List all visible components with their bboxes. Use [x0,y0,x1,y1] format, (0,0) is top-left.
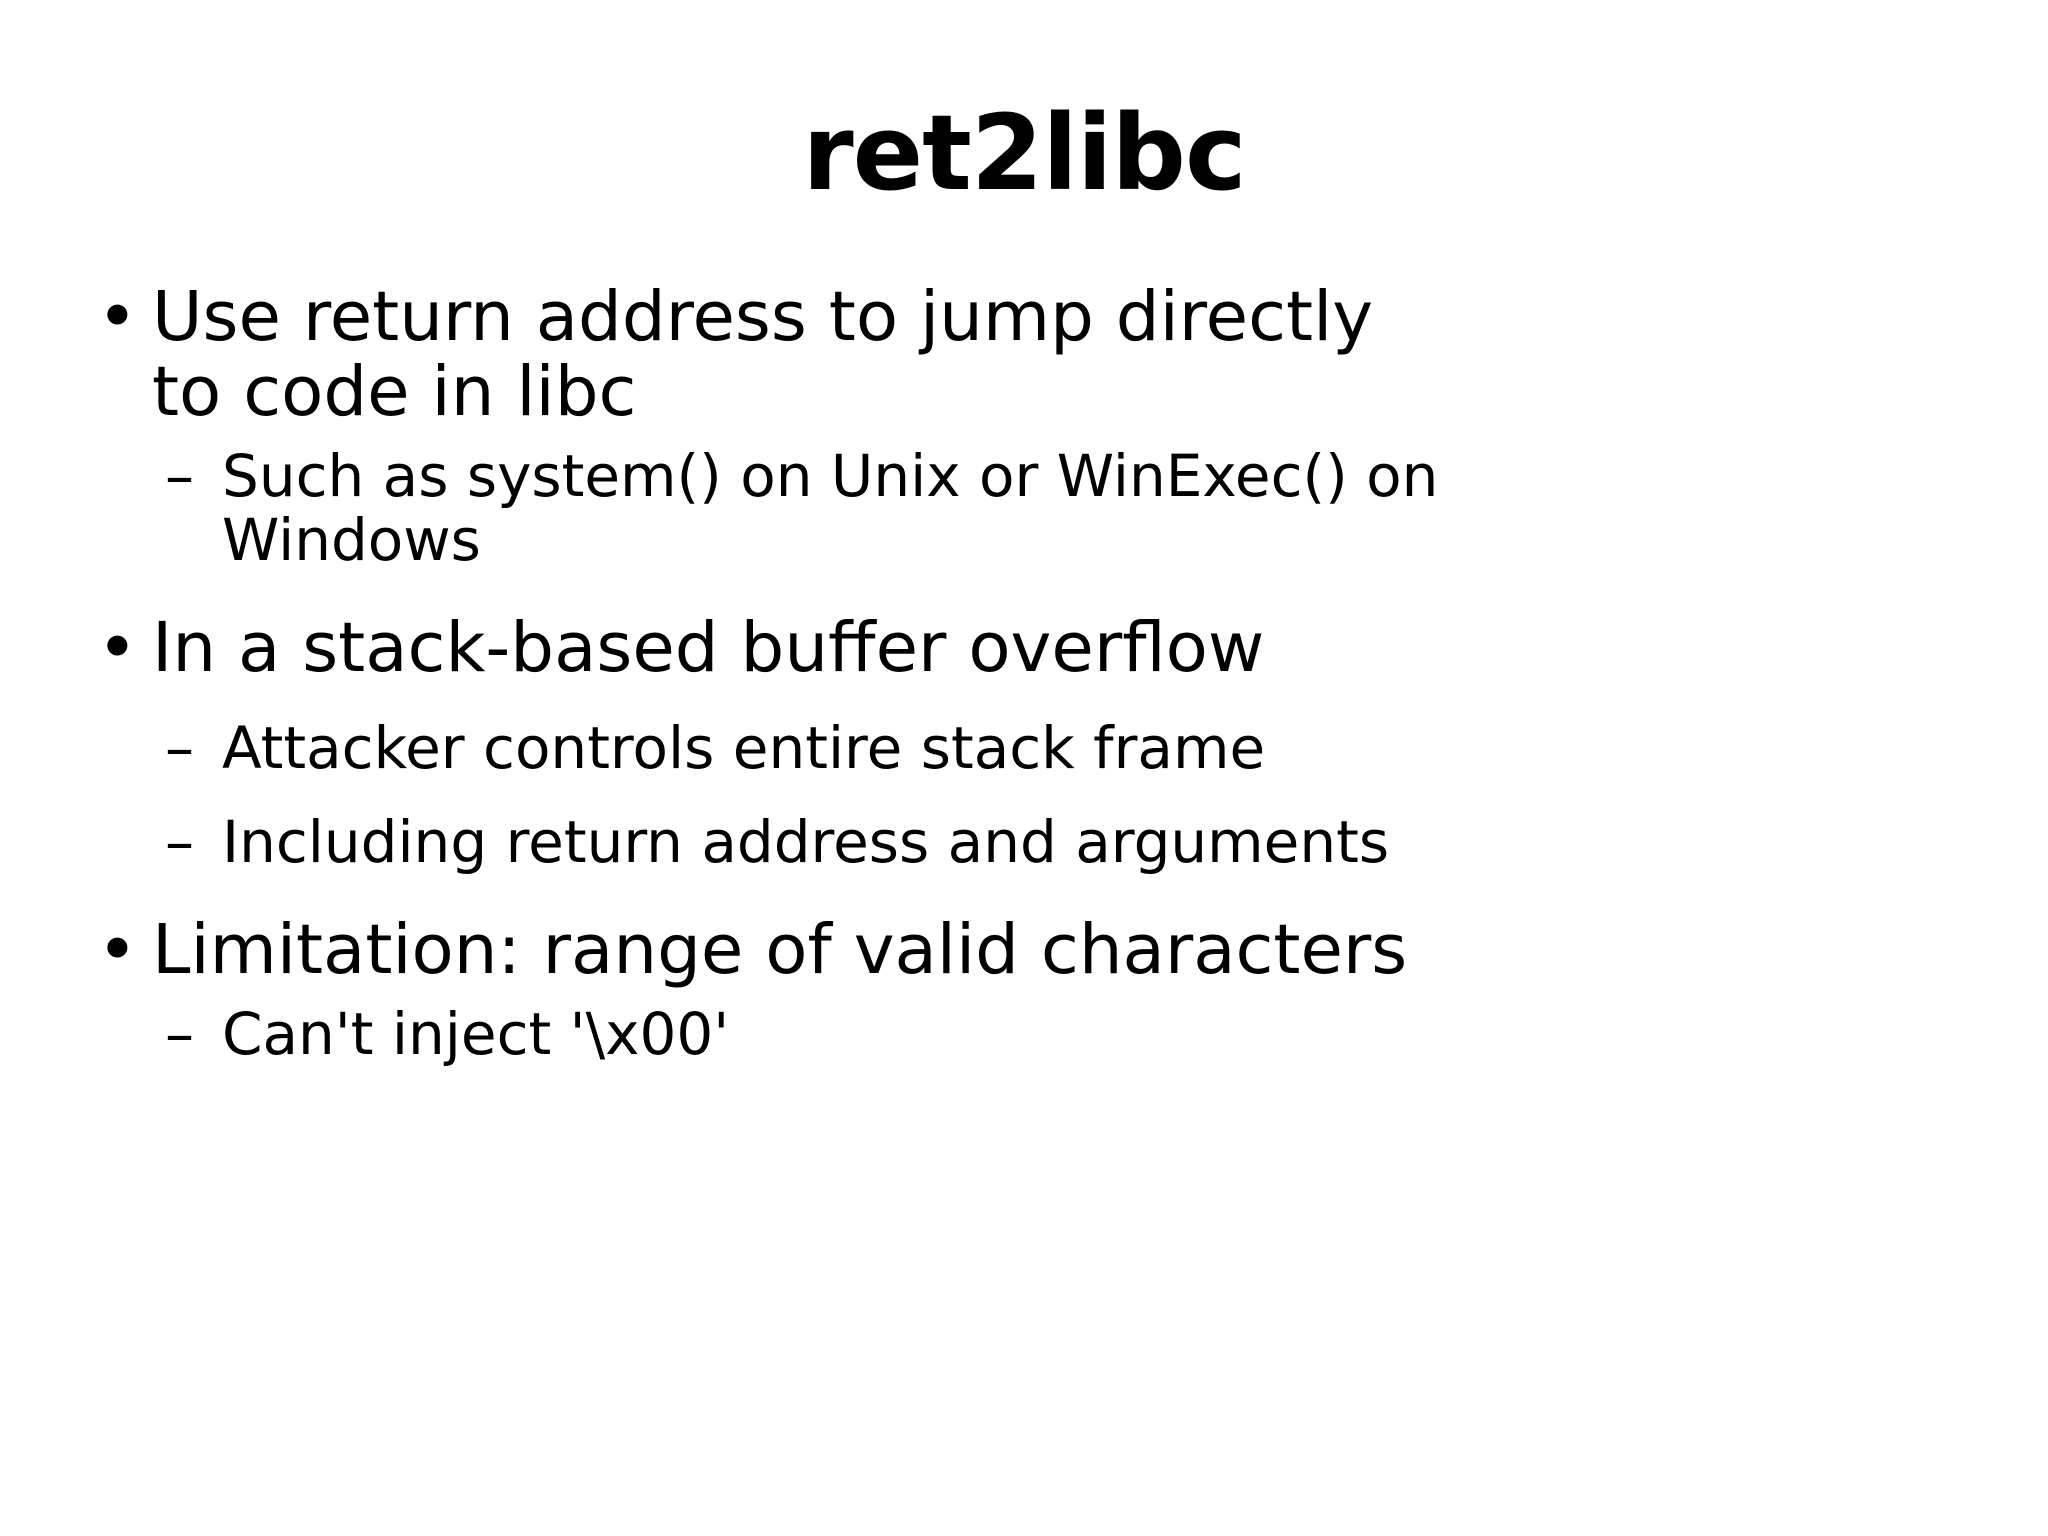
spacer [95,879,1965,913]
bullet-level2-text: Such as system() on Unix or WinExec() on… [222,442,1439,574]
bullet-level2-text: Including return address and arguments [222,807,1390,876]
bullet-dash-icon: – [165,442,194,511]
bullet-level2: – Can't inject '\x00' [95,1000,1562,1069]
bullet-level1-text: Limitation: range of valid characters [152,909,1408,990]
bullet-level2: – Including return address and arguments [95,807,1562,876]
bullet-level1: • Limitation: range of valid characters [95,909,1462,990]
bullet-level2: – Attacker controls entire stack frame [95,714,1562,783]
bullet-level2: – Such as system() on Unix or WinExec() … [95,442,1562,574]
bullet-level1-text: Use return address to jump directly to c… [152,277,1374,432]
spacer [95,577,1965,611]
bullet-level1: • Use return address to jump directly to… [95,280,1462,429]
bullet-dot-icon: • [97,909,138,990]
bullet-dot-icon: • [97,277,138,357]
bullet-level1-text: In a stack-based buffer overflow [152,607,1265,688]
bullet-dash-icon: – [165,1000,194,1069]
bullet-level1: • In a stack-based buffer overflow [95,607,1462,688]
bullet-level2-text: Can't inject '\x00' [222,1000,730,1069]
bullet-dot-icon: • [97,607,138,688]
bullet-dash-icon: – [165,714,194,783]
bullet-level2-text: Attacker controls entire stack frame [222,714,1266,783]
bullet-dash-icon: – [165,807,194,876]
slide-body: • Use return address to jump directly to… [95,280,1965,1071]
slide-title: ret2libc [802,92,1246,214]
